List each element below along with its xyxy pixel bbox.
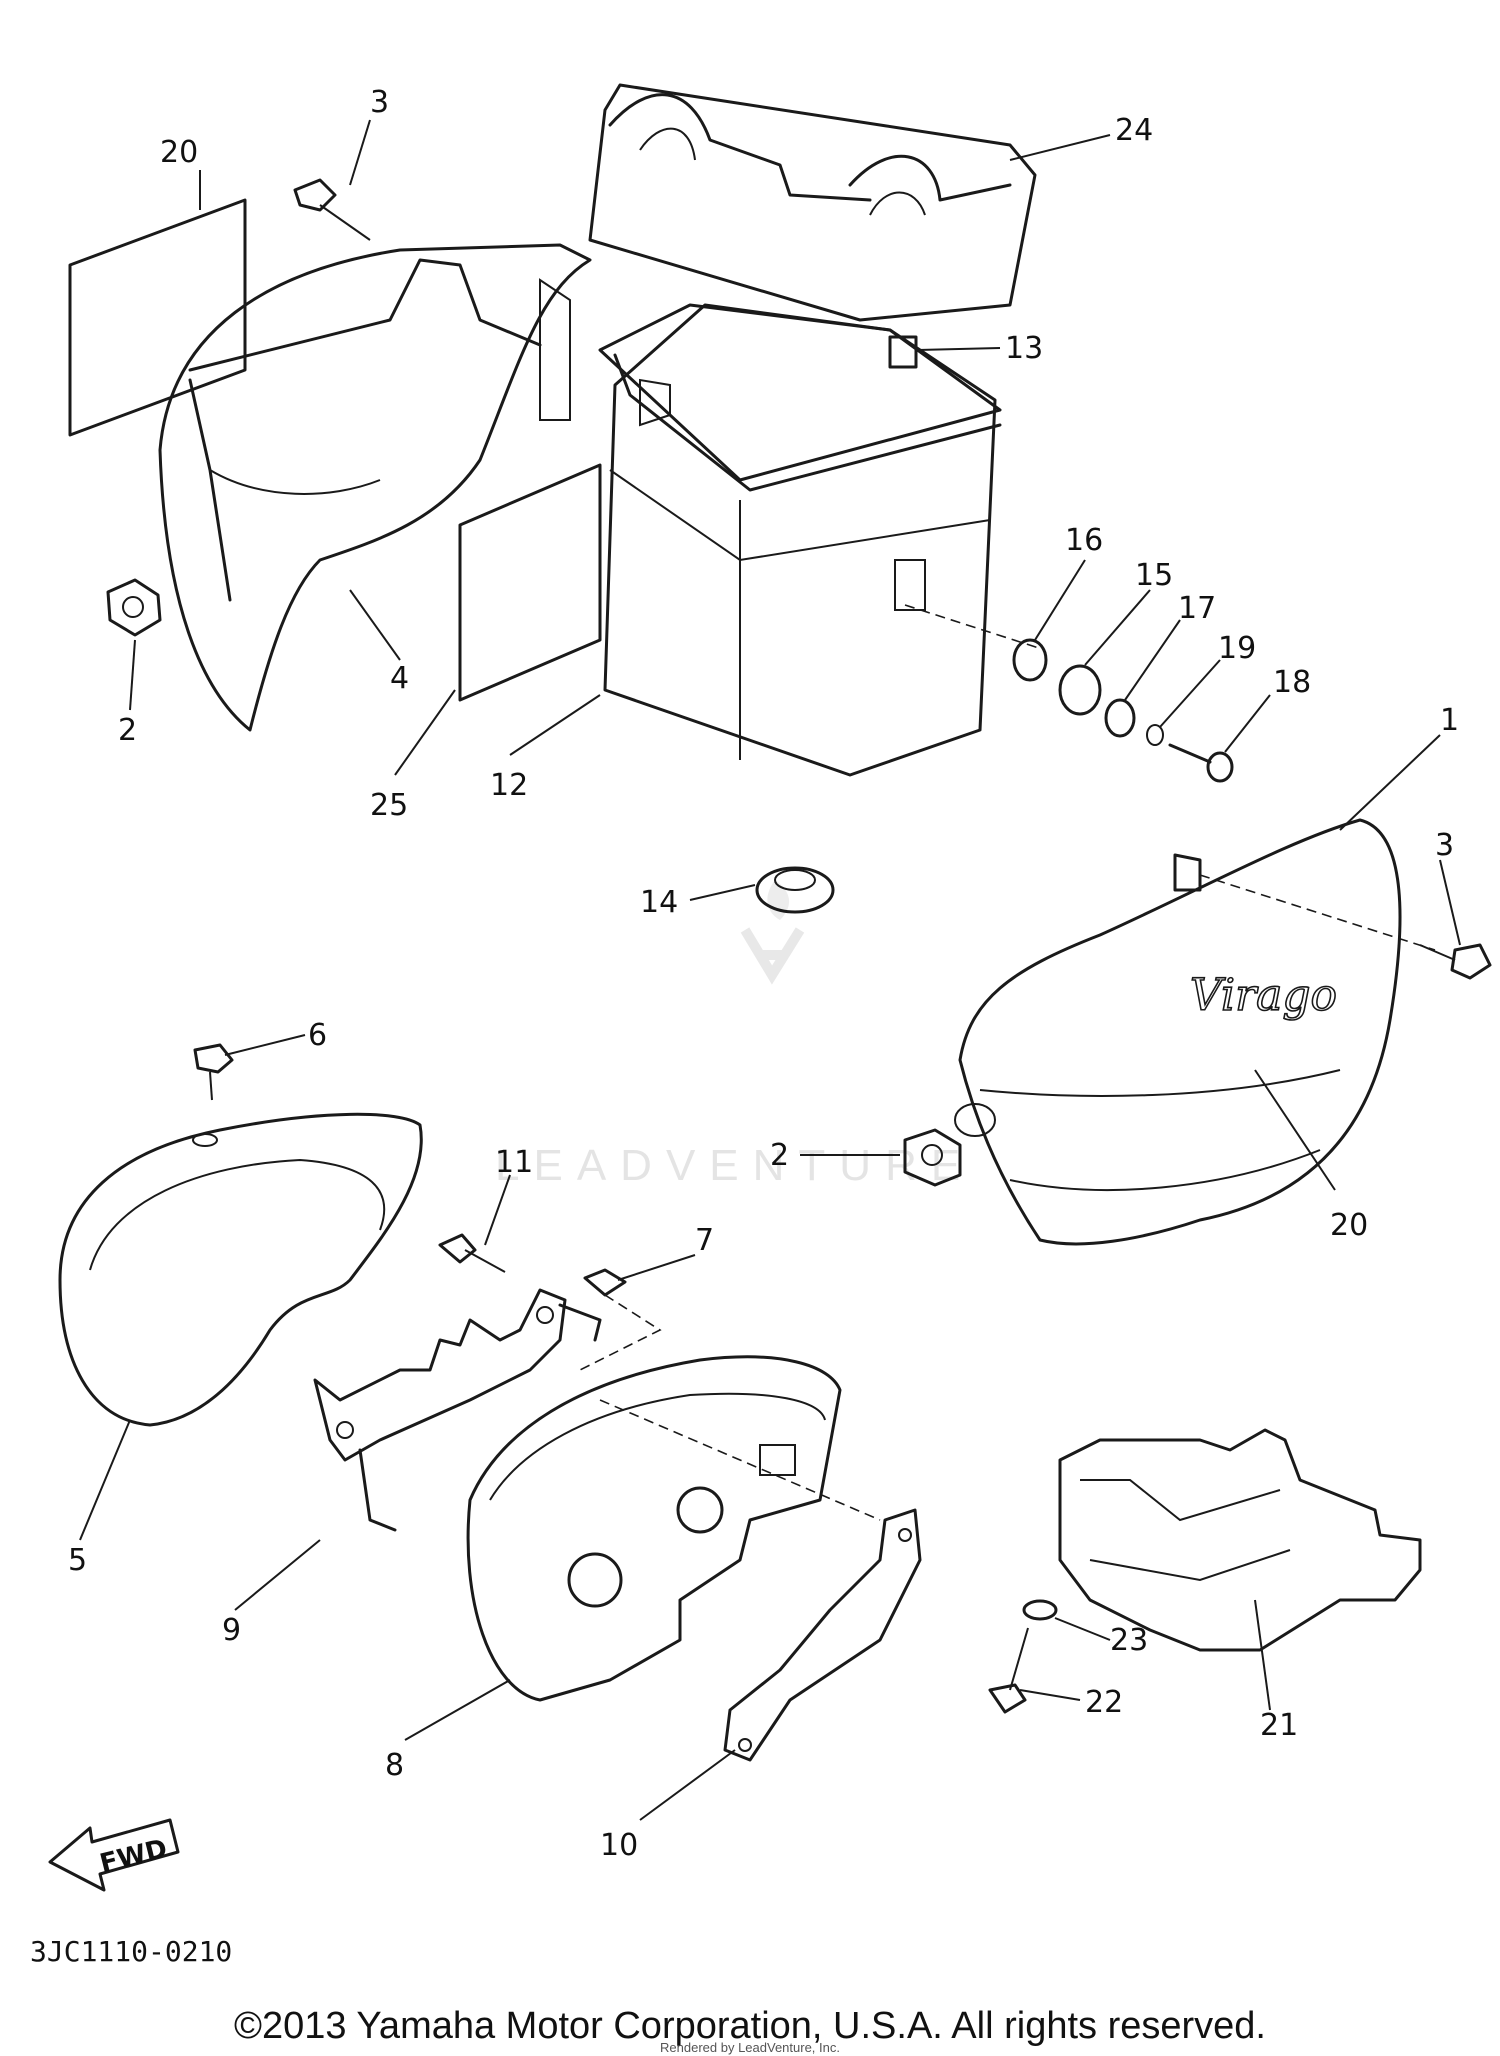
fwd-arrow-icon: FWD: [48, 1818, 180, 1892]
watermark-text: LEADVENTURE: [495, 1141, 974, 1190]
badge-virago: Virago: [1190, 970, 1337, 1021]
side-cover-4: [158, 243, 592, 732]
side-cover-1: Virago: [954, 818, 1402, 1246]
callout-3-right: 3: [1435, 828, 1454, 863]
callout-7: 7: [695, 1223, 714, 1258]
decal-20-left: [68, 198, 247, 437]
callout-20-left: 20: [160, 135, 198, 170]
callout-19: 19: [1218, 631, 1256, 666]
watermark: LEADVENTURE: [495, 880, 974, 1190]
clip-7: [583, 1268, 627, 1297]
callout-11: 11: [495, 1145, 533, 1180]
case-8: [466, 1355, 842, 1702]
cover-5: [58, 1112, 423, 1427]
callout-10: 10: [600, 1828, 638, 1863]
callouts: 20 3 24 13 16 15 17 19 18 1 3 2 4 25 12 …: [68, 85, 1459, 1863]
callout-13: 13: [1005, 331, 1043, 366]
callout-2-right: 2: [770, 1138, 789, 1173]
washer-23: [1022, 1599, 1058, 1621]
rendered-by-note: Rendered by LeadVenture, Inc.: [660, 2040, 840, 2055]
callout-23: 23: [1110, 1623, 1148, 1658]
washer-17: [1104, 698, 1136, 738]
grommet-2-left: [106, 578, 162, 637]
battery-cover-24: [588, 83, 1037, 322]
callout-25: 25: [370, 788, 408, 823]
battery-box-12: [598, 303, 1002, 777]
callout-4: 4: [390, 661, 409, 696]
callout-6: 6: [308, 1018, 327, 1053]
callout-20-right: 20: [1330, 1208, 1368, 1243]
callout-24: 24: [1115, 113, 1153, 148]
part-code: 3JC1110-0210: [30, 1935, 233, 1968]
mount-hardware: [904, 604, 1234, 783]
fwd-label: FWD: [97, 1834, 170, 1880]
bolt-3-top: [293, 178, 371, 241]
callout-5: 5: [68, 1543, 87, 1578]
copyright-notice: ©2013 Yamaha Motor Corporation, U.S.A. A…: [234, 2005, 1266, 2047]
callout-17: 17: [1178, 591, 1216, 626]
callout-8: 8: [385, 1748, 404, 1783]
leader-lines: [79, 119, 1461, 1821]
decal-25: [458, 463, 602, 702]
collar-16: [1012, 638, 1048, 682]
callout-2-left: 2: [118, 713, 137, 748]
grommet-2-right: [903, 1128, 962, 1187]
grommet-14: [755, 866, 835, 914]
callout-14: 14: [640, 885, 678, 920]
callout-12: 12: [490, 768, 528, 803]
callout-21: 21: [1260, 1708, 1298, 1743]
bolt-11: [438, 1233, 506, 1273]
callout-9: 9: [222, 1613, 241, 1648]
callout-3-top: 3: [370, 85, 389, 120]
callout-18: 18: [1273, 665, 1311, 700]
callout-1: 1: [1440, 703, 1459, 738]
bolt-6: [193, 1043, 234, 1101]
callout-16: 16: [1065, 523, 1103, 558]
damper-15: [1058, 664, 1102, 716]
washer-19: [1146, 724, 1164, 746]
bolt-3-right: [1419, 943, 1492, 980]
clip-13: [888, 335, 918, 369]
tray-21: [1058, 1428, 1422, 1652]
screw-18: [1168, 743, 1212, 764]
bracket-10: [723, 1508, 922, 1762]
bolt-22: [988, 1627, 1029, 1714]
bracket-9: [313, 1288, 602, 1532]
callout-15: 15: [1135, 558, 1173, 593]
callout-22: 22: [1085, 1685, 1123, 1720]
